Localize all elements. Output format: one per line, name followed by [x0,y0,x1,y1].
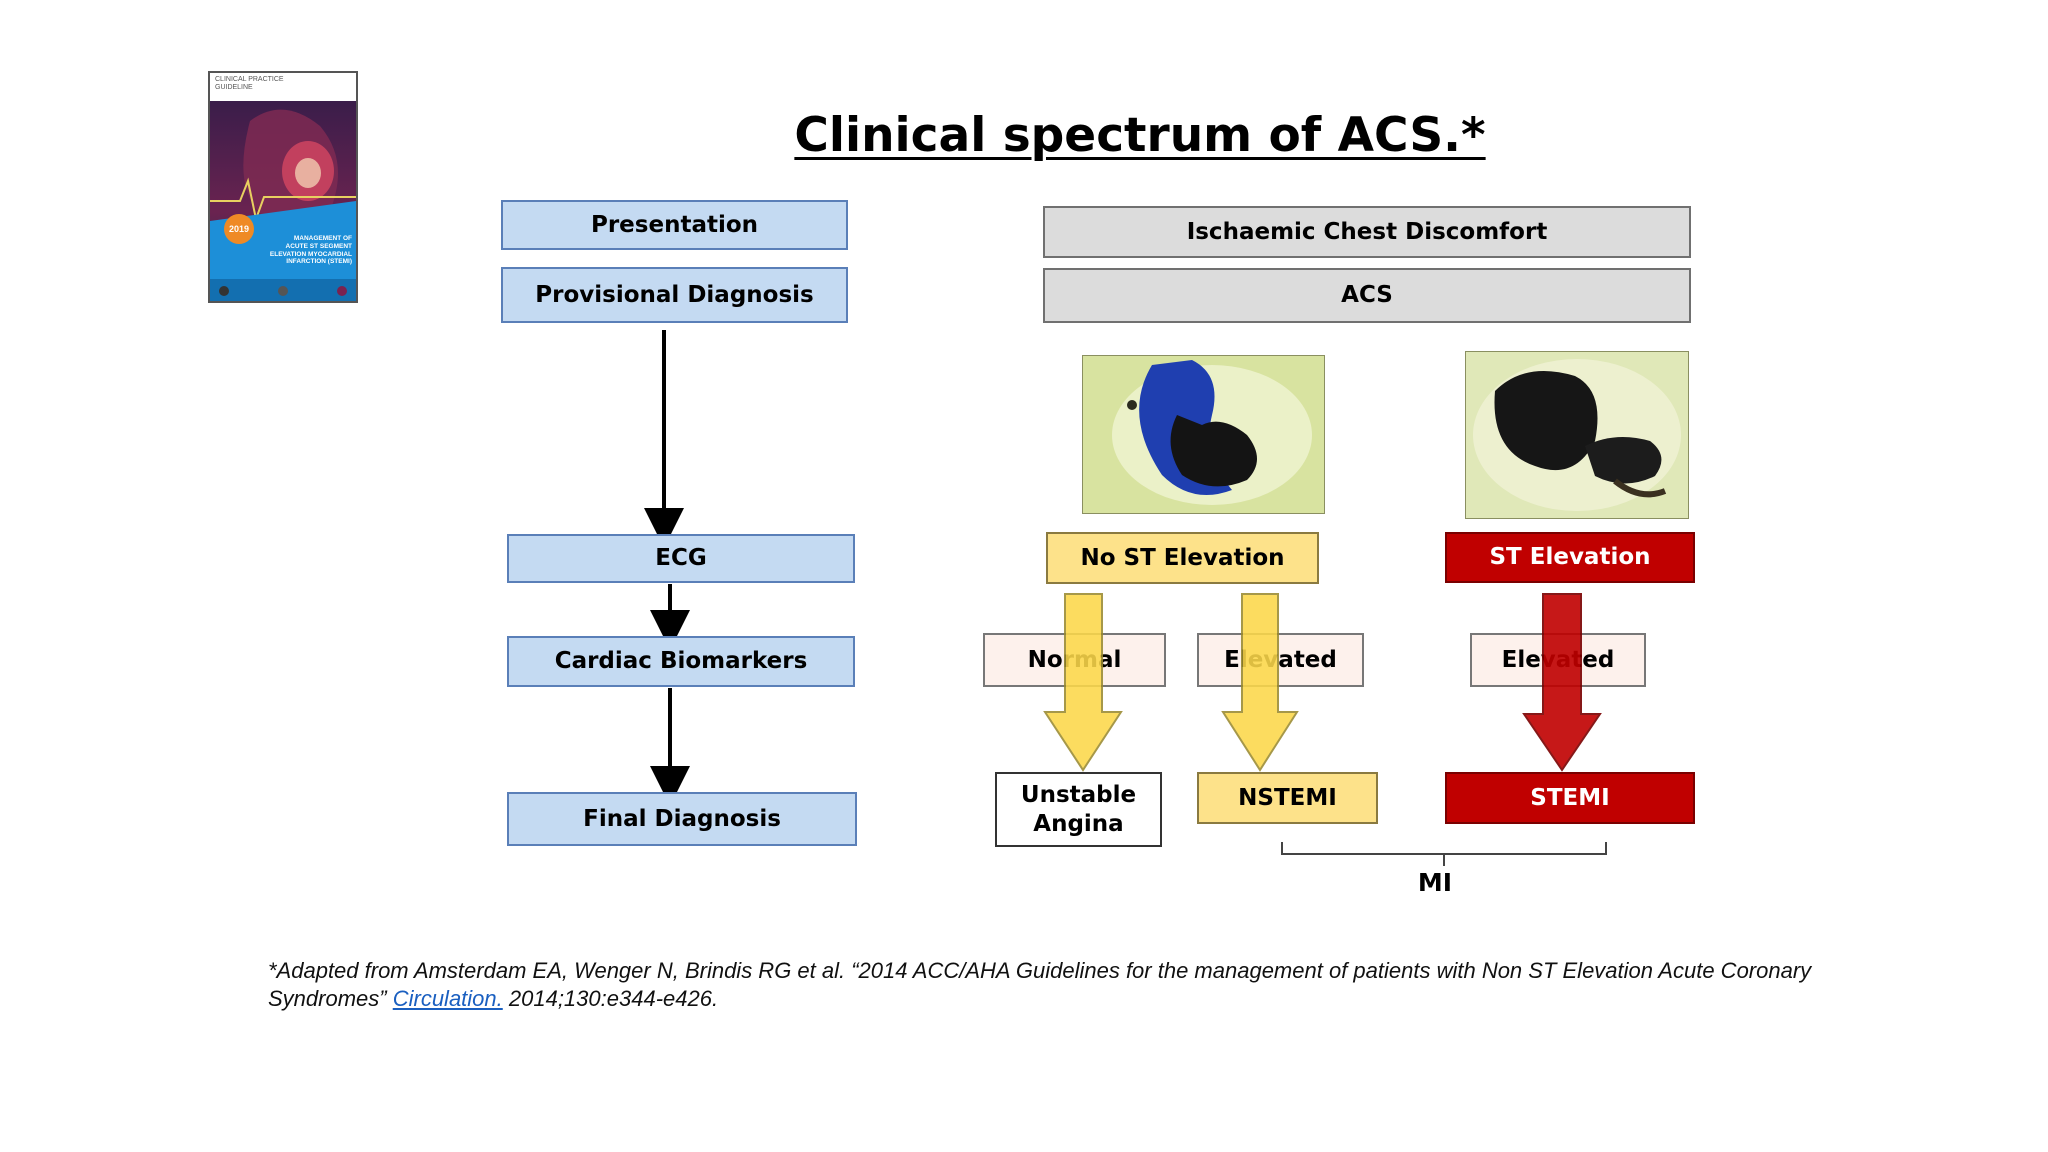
cover-subtitle-line: ELEVATION MYOCARDIAL [269,250,352,258]
angiogram-image-ste [1465,351,1689,519]
unstable-angina-box: Unstable Angina [995,772,1162,847]
guideline-cover-image: CLINICAL PRACTICE GUIDELINE 2019 [208,71,358,303]
footnote-text: *Adapted from Amsterdam EA, Wenger N, Br… [268,958,1812,1011]
cover-year-badge: 2019 [224,214,254,244]
presentation-box: Presentation [501,200,848,250]
normal-biomarker-box: Normal [983,633,1166,687]
cover-subtitle-line: ACUTE ST SEGMENT [285,242,352,250]
mi-bracket [1281,842,1607,866]
unstable-angina-line: Unstable [1020,781,1137,808]
cover-header: CLINICAL PRACTICE GUIDELINE [210,73,356,101]
page-title: Clinical spectrum of ACS.* [794,108,1486,163]
acs-box: ACS [1043,268,1691,323]
cover-subtitle-line: MANAGEMENT OF [293,235,352,242]
stemi-box: STEMI [1445,772,1695,824]
provisional-diagnosis-box: Provisional Diagnosis [501,267,848,323]
cover-heart-art [210,101,356,301]
elevated-biomarker-box-nstemi: Elevated [1197,633,1364,687]
circulation-link[interactable]: Circulation. [392,985,503,1011]
cardiac-biomarkers-box: Cardiac Biomarkers [507,636,855,687]
no-st-elevation-box: No ST Elevation [1046,532,1319,584]
nstemi-box: NSTEMI [1197,772,1378,824]
elevated-biomarker-box-stemi: Elevated [1470,633,1646,687]
ischaemic-chest-discomfort-box: Ischaemic Chest Discomfort [1043,206,1691,258]
cover-subtitle-line: INFARCTION (STEMI) [286,258,352,266]
cover-subtitle: MANAGEMENT OF ACUTE ST SEGMENT ELEVATION… [248,235,352,266]
cover-header-line: GUIDELINE [215,83,253,91]
cover-header-line: CLINICAL PRACTICE [215,76,284,83]
footnote: *Adapted from Amsterdam EA, Wenger N, Br… [268,957,1908,1013]
st-elevation-box: ST Elevation [1445,532,1695,583]
final-diagnosis-box: Final Diagnosis [507,792,857,846]
footnote-citation: 2014;130:e344-e426. [502,985,719,1011]
ecg-box: ECG [507,534,855,583]
unstable-angina-line: Angina [1033,810,1124,837]
angiogram-image-nste [1082,355,1325,514]
mi-label: MI [1417,868,1453,897]
